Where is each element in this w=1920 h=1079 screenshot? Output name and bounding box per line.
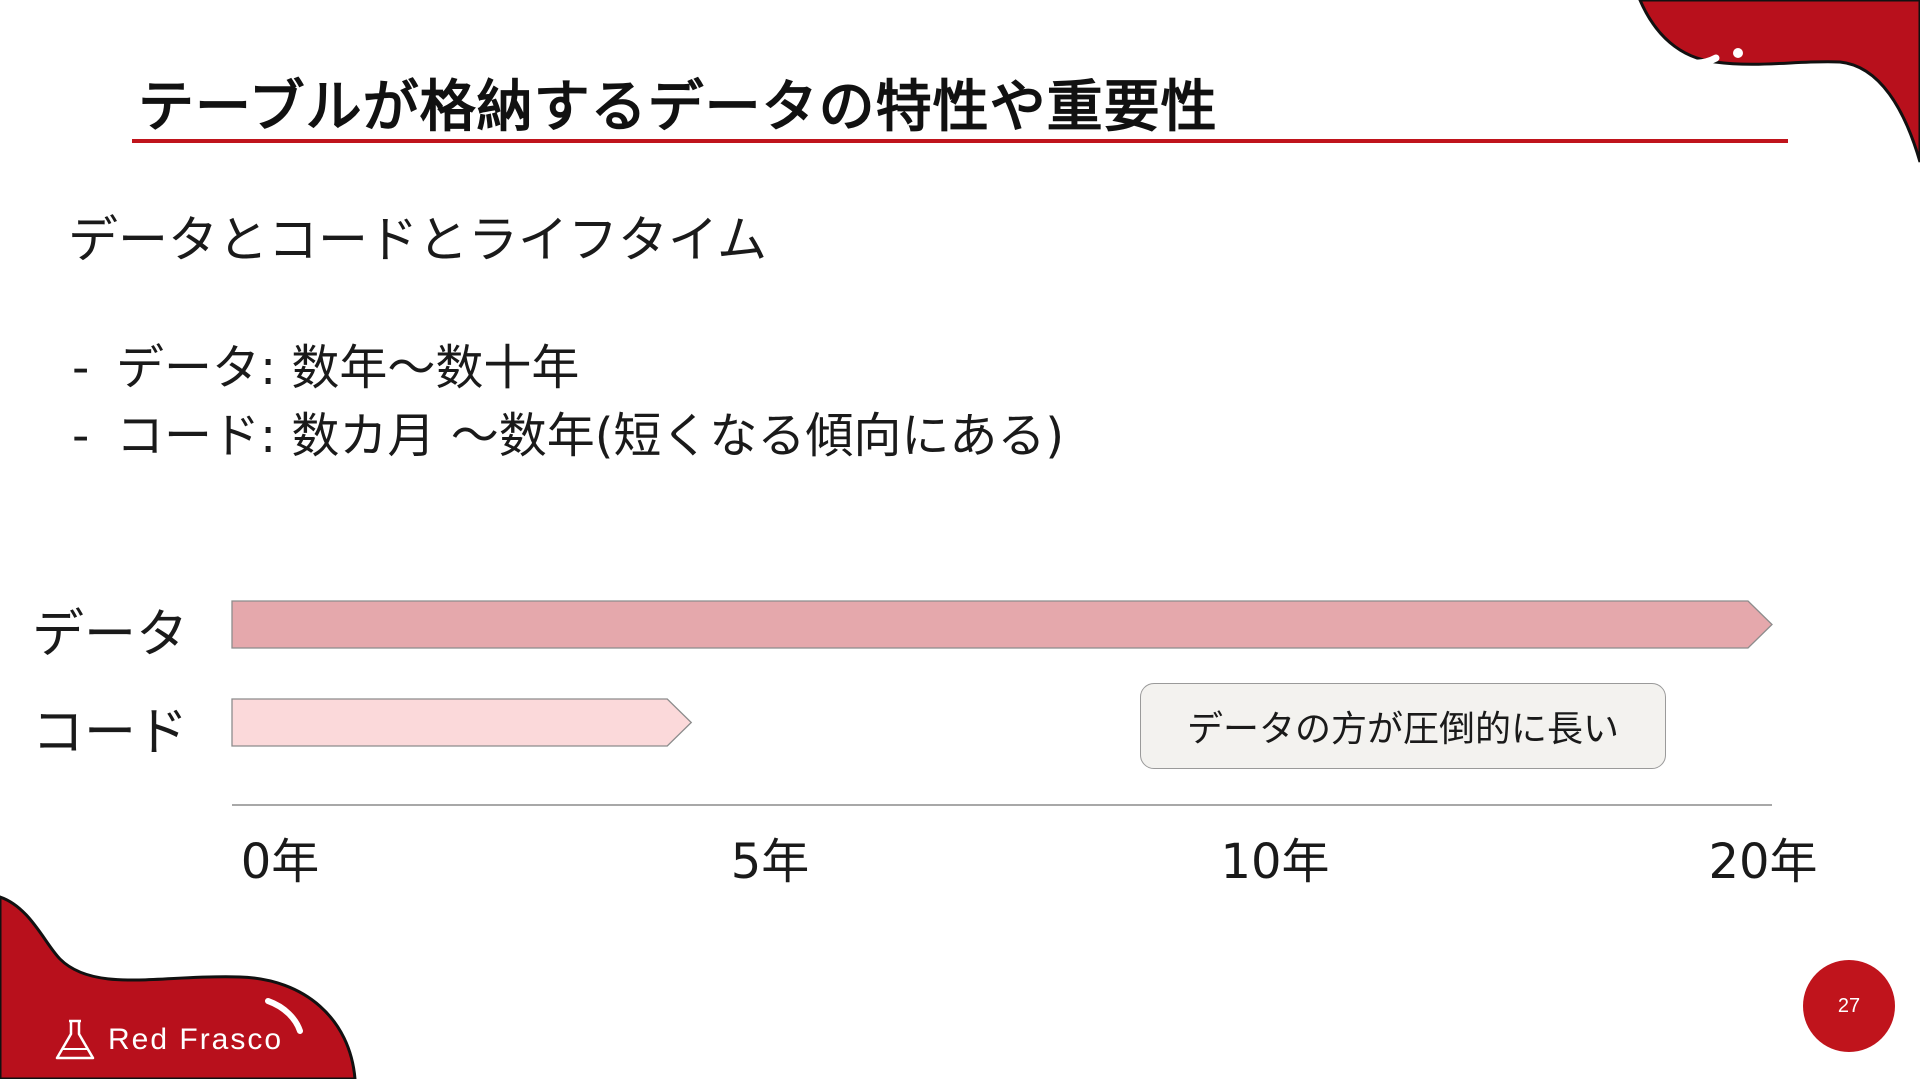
bullet-item: - コード: 数カ月 ～数年(短くなる傾向にある) [72,402,1064,470]
page-number: 27 [1837,994,1861,1017]
decorative-blob-bottom-left [0,895,357,1079]
row-label-code: コード [32,703,189,763]
brand-logo: Red Frasco [52,1018,283,1062]
axis-tick-label: 5年 [730,834,810,890]
bullet-marker: - [72,340,90,396]
bullet-list: - データ: 数年～数十年 - コード: 数カ月 ～数年(短くなる傾向にある) [72,334,1064,470]
callout-box: データの方が圧倒的に長い [1140,683,1666,769]
row-label-data: データ [32,605,189,665]
axis-tick-label: 0年 [240,834,320,890]
bullet-item: - データ: 数年～数十年 [72,334,1064,402]
page-number-badge: 27 [1803,960,1895,1052]
axis-tick-label: 10年 [1220,834,1330,890]
decorative-blob-top-right [1638,0,1920,163]
page-title: テーブルが格納するデータの特性や重要性 [138,75,1218,140]
callout-text: データの方が圧倒的に長い [1186,709,1619,750]
code-lifetime-bar [231,698,693,747]
brand-name: Red Frasco [108,1023,284,1056]
lifetime-timeline [231,600,1773,806]
data-lifetime-bar [231,600,1773,649]
axis-tick-label: 20年 [1708,834,1818,890]
title-underline [132,139,1788,143]
bullet-text: コード: 数カ月 ～数年(短くなる傾向にある) [116,408,1065,464]
bullet-marker: - [72,408,90,464]
bullet-text: データ: 数年～数十年 [116,340,580,396]
flask-icon [55,1019,95,1060]
section-heading: データとコードとライフタイム [68,211,767,269]
